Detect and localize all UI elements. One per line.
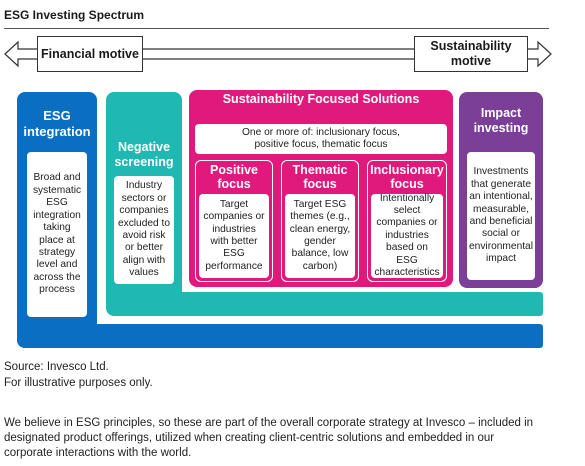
negative-screening-title: Negative screening <box>114 140 174 169</box>
thematic-focus-title: Thematic focus <box>292 163 348 191</box>
esg-integration-title: ESG integration <box>23 108 91 139</box>
sustainability-note: One or more of: inclusionary focus, posi… <box>195 124 447 154</box>
negative-screening-base <box>106 292 543 316</box>
inclusionary-focus-description: Intentionally select companies or indust… <box>371 193 443 278</box>
illustrative-note: For illustrative purposes only. <box>4 377 153 389</box>
positive-focus-title: Positive focus <box>210 163 258 191</box>
title-rule <box>4 28 549 29</box>
diagram-title: ESG Investing Spectrum <box>4 8 145 22</box>
sustainability-focused-title: Sustainability Focused Solutions <box>222 92 420 106</box>
spectrum-arrow <box>4 40 552 68</box>
impact-investing-description: Investments that generate an intentional… <box>467 152 535 280</box>
negative-screening-description: Industry sectors or companies excluded t… <box>114 176 174 284</box>
thematic-focus-box <box>281 160 359 282</box>
inclusionary-focus-box <box>367 160 447 282</box>
esg-integration-description: Broad and systematic ESG integration tak… <box>27 152 87 317</box>
sustainability-motive-label: Sustainability motive <box>414 36 528 72</box>
esg-integration-base <box>17 324 543 348</box>
thematic-focus-description: Target ESG themes (e.g., clean energy, g… <box>285 194 355 278</box>
impact-investing-title: Impact investing <box>473 106 529 135</box>
financial-motive-label: Financial motive <box>37 36 143 72</box>
source-note: Source: Invesco Ltd. <box>4 361 109 373</box>
positive-focus-box <box>195 160 273 282</box>
inclusionary-focus-title: Inclusionary focus <box>370 163 444 191</box>
positive-focus-description: Target companies or industries with bett… <box>199 194 269 278</box>
esg-statement: We believe in ESG principles, so these a… <box>4 417 534 459</box>
